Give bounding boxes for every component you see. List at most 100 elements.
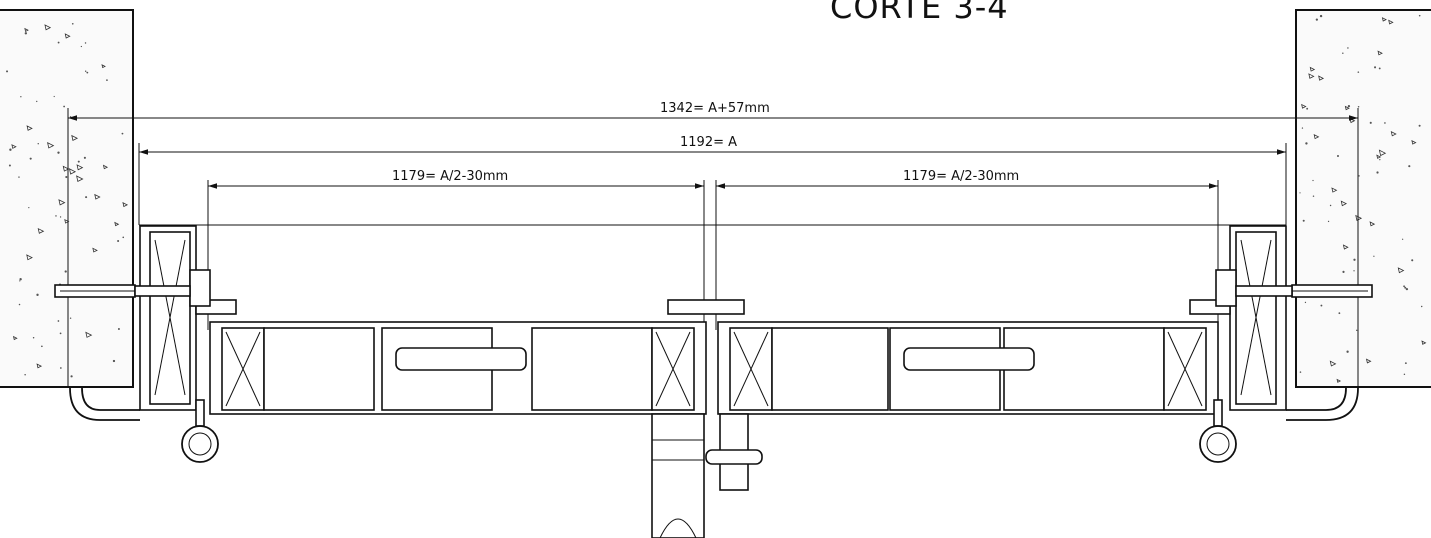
concrete-aggregate — [1309, 66, 1316, 72]
dimension-left-leaf: 1179= A/2-30mm — [207, 169, 705, 330]
concrete-speck — [63, 105, 66, 108]
concrete-speck — [86, 71, 89, 74]
concrete-speck — [8, 164, 11, 167]
concrete-speck — [1327, 220, 1330, 223]
concrete-speck — [69, 317, 72, 319]
concrete-speck — [1418, 124, 1421, 127]
concrete-speck — [106, 79, 108, 81]
concrete-speck — [1403, 373, 1406, 376]
concrete-speck — [59, 332, 62, 335]
concrete-aggregate — [44, 24, 52, 31]
concrete-aggregate — [1336, 378, 1342, 383]
concrete-speck — [1357, 105, 1360, 108]
concrete-speck — [64, 270, 67, 273]
concrete-speck — [122, 236, 125, 239]
concrete-aggregate — [1369, 221, 1376, 227]
concrete-speck — [1404, 286, 1407, 289]
concrete-speck — [1315, 18, 1318, 21]
concrete-aggregate — [1344, 105, 1350, 111]
concrete-aggregate — [1388, 19, 1394, 25]
concrete-speck — [18, 303, 21, 306]
concrete-speck — [1319, 14, 1323, 18]
concrete-speck — [1342, 270, 1345, 273]
dimension-right-leaf-label: 1179= A/2-30mm — [903, 169, 1019, 184]
concrete-aggregate — [1376, 154, 1382, 159]
concrete-aggregate — [76, 175, 84, 182]
concrete-aggregate — [1421, 340, 1427, 345]
right-sash — [717, 321, 1219, 415]
concrete-speck — [65, 176, 68, 179]
concrete-speck — [19, 278, 22, 281]
concrete-aggregate — [47, 142, 55, 149]
concrete-speck — [1357, 71, 1360, 73]
concrete-speck — [24, 374, 26, 376]
concrete-speck — [1353, 270, 1355, 272]
concrete-speck — [55, 215, 57, 217]
left-frame-profile — [69, 225, 237, 421]
concrete-speck — [1378, 67, 1381, 70]
concrete-speck — [1373, 255, 1375, 257]
concrete-aggregate — [64, 218, 70, 224]
concrete-speck — [1338, 312, 1341, 315]
concrete-speck — [59, 216, 62, 218]
concrete-aggregate — [114, 221, 120, 227]
concrete-aggregate — [76, 164, 84, 171]
concrete-aggregate — [68, 168, 77, 175]
concrete-speck — [1342, 52, 1344, 54]
right-frame-profile — [1189, 225, 1359, 421]
concrete-aggregate — [1301, 103, 1307, 109]
concrete-speck — [71, 22, 74, 25]
concrete-speck — [36, 100, 38, 103]
concrete-speck — [1358, 175, 1360, 177]
concrete-aggregate — [26, 125, 33, 131]
concrete-aggregate — [11, 144, 17, 149]
concrete-speck — [1312, 195, 1315, 197]
concrete-speck — [1369, 121, 1372, 124]
section-title: CORTE 3-4 — [830, 0, 1009, 26]
dimension-right-leaf: 1179= A/2-30mm — [715, 169, 1219, 330]
concrete-aggregate — [1329, 360, 1337, 367]
concrete-aggregate — [12, 335, 18, 341]
concrete-speck — [80, 45, 83, 48]
concrete-speck — [1403, 285, 1406, 288]
concrete-speck — [1401, 238, 1404, 240]
concrete-speck — [1304, 301, 1307, 304]
concrete-speck — [37, 143, 39, 145]
concrete-speck — [83, 156, 86, 159]
right-anchor-screw — [1235, 284, 1373, 298]
concrete-speck — [53, 95, 55, 98]
concrete-speck — [1305, 142, 1308, 145]
dimension-opening-label: 1192= A — [680, 135, 737, 150]
concrete-speck — [1379, 159, 1381, 161]
concrete-aggregate — [1355, 214, 1363, 221]
concrete-aggregate — [1381, 17, 1387, 22]
concrete-aggregate — [94, 193, 101, 200]
concrete-speck — [1418, 14, 1421, 17]
concrete-aggregate — [1340, 200, 1348, 207]
concrete-speck — [121, 132, 124, 135]
concrete-speck — [1347, 47, 1349, 49]
dimension-left-leaf-label: 1179= A/2-30mm — [392, 169, 508, 184]
concrete-speck — [70, 375, 73, 378]
concrete-speck — [1336, 154, 1340, 158]
concrete-speck — [117, 328, 120, 331]
concrete-speck — [84, 70, 87, 72]
concrete-aggregate — [64, 33, 71, 39]
concrete-aggregate — [24, 27, 29, 32]
concrete-aggregate — [85, 331, 93, 338]
concrete-speck — [28, 206, 30, 209]
concrete-speck — [85, 196, 88, 199]
concrete-speck — [69, 116, 72, 118]
concrete-speck — [77, 160, 80, 163]
concrete-aggregate — [36, 363, 43, 369]
right-ring-pull — [1199, 399, 1237, 463]
left-ring-pull — [181, 399, 219, 463]
concrete-speck — [84, 42, 87, 44]
concrete-speck — [57, 320, 60, 322]
concrete-speck — [1353, 258, 1356, 261]
concrete-aggregate — [122, 202, 129, 208]
concrete-speck — [112, 359, 116, 363]
left-anchor-screw — [54, 284, 191, 298]
concrete-speck — [1408, 165, 1411, 168]
